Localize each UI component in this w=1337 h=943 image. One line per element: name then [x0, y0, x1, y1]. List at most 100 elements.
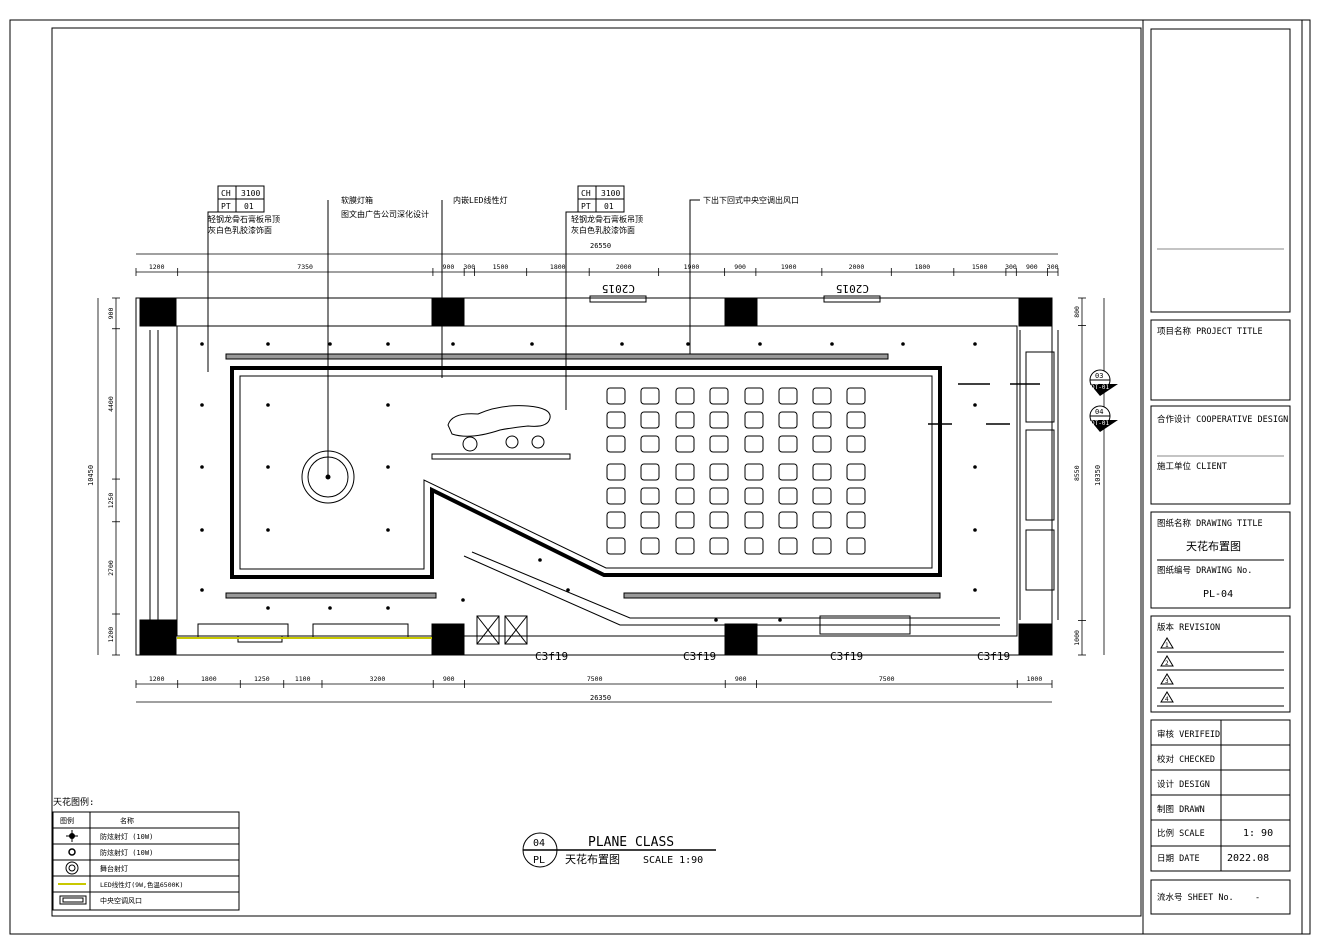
- led-strip: [623, 592, 941, 599]
- column: [431, 297, 465, 327]
- callout-text: 灰白色乳胶漆饰面: [208, 225, 272, 235]
- seat: [606, 463, 626, 481]
- legend-name: 舞台射灯: [100, 864, 128, 873]
- ceiling-recess: [230, 366, 942, 579]
- window-tag: C3f19: [830, 650, 863, 663]
- legend-col-symbol: 图例: [60, 816, 74, 825]
- seat: [778, 411, 798, 429]
- downlight-icon: [200, 342, 204, 346]
- ch-label: CH: [581, 189, 591, 198]
- dimension-label: 8550: [1073, 465, 1081, 481]
- seat: [640, 435, 660, 453]
- seat: [744, 387, 764, 405]
- seat: [709, 537, 729, 555]
- downlight-icon: [758, 342, 762, 346]
- callout-text: 轻钢龙骨石膏板吊顶: [571, 214, 643, 224]
- revision-label: 版本 REVISION: [1157, 622, 1220, 633]
- scale-label: 比例 SCALE: [1157, 828, 1205, 839]
- seat: [606, 537, 626, 555]
- date-value: 2022.08: [1227, 853, 1269, 864]
- downlight-cross-icon: [66, 830, 78, 842]
- window-tag: C2015: [602, 282, 635, 295]
- downlight-icon: [973, 465, 977, 469]
- dimension-label: 7500: [879, 675, 895, 683]
- column: [1018, 297, 1052, 327]
- plane-title: 04 PL PLANE CLASS 天花布置图 SCALE 1:90: [522, 832, 716, 868]
- seat: [846, 463, 866, 481]
- dimension-label: 300: [1005, 263, 1017, 271]
- dimension-label: 900: [443, 263, 455, 271]
- seat: [675, 463, 695, 481]
- callout-lightbox: 软膜灯箱 图文由广告公司深化设计: [341, 195, 429, 219]
- dimension-label: 1100: [295, 675, 311, 683]
- plane-scale: SCALE 1:90: [643, 855, 703, 866]
- window-tag: C3f19: [977, 650, 1010, 663]
- seat: [778, 487, 798, 505]
- downlight-icon: [973, 342, 977, 346]
- seat: [744, 537, 764, 555]
- section-num: 03: [1095, 372, 1103, 380]
- downlight-icon: [266, 342, 270, 346]
- section-marker-03: 03 DT-01: [1089, 369, 1118, 396]
- pt-value: 01: [604, 202, 614, 211]
- dimension-label: 300: [463, 263, 475, 271]
- dimension-label: 1200: [149, 675, 165, 683]
- column: [1018, 623, 1052, 655]
- drawing-no-label: 图纸编号 DRAWING No.: [1157, 565, 1252, 576]
- plane-num: 04: [533, 838, 545, 849]
- seat: [846, 435, 866, 453]
- callout-ceiling-2: CH 3100 PT 01 轻钢龙骨石膏板吊顶 灰白色乳胶漆饰面: [571, 185, 643, 235]
- downlight-icon: [830, 342, 834, 346]
- section-marker-04: 04 DT-01: [1089, 405, 1118, 432]
- downlight-icon: [200, 528, 204, 532]
- dimension-label: 1800: [915, 263, 931, 271]
- dimension-label: 1200: [107, 627, 115, 643]
- downlight-ring-icon: [68, 848, 76, 856]
- seat: [744, 463, 764, 481]
- downlight-icon: [714, 618, 718, 622]
- seat: [778, 511, 798, 529]
- revision-mark: 2: [1165, 660, 1169, 667]
- inner-wall: [176, 325, 1018, 637]
- verified-label: 审核 VERIFEID: [1157, 729, 1220, 740]
- seat: [640, 387, 660, 405]
- downlight-icon: [973, 528, 977, 532]
- seat: [778, 435, 798, 453]
- dimension-label: 300: [1047, 263, 1059, 271]
- dimension-label: 1250: [107, 493, 115, 509]
- seat: [606, 487, 626, 505]
- titleblock-text: 项目名称 PROJECT TITLE 合作设计 COOPERATIVE DESI…: [1157, 326, 1288, 903]
- downlight-icon: [200, 588, 204, 592]
- outer-wall: [135, 297, 1053, 656]
- seating-grid: [606, 387, 866, 555]
- overall-height-left: 10450: [87, 465, 95, 486]
- column: [139, 619, 177, 655]
- seat: [675, 511, 695, 529]
- column: [139, 297, 177, 327]
- callout-ac: 下出下回式中央空调出风口: [703, 195, 799, 205]
- revision-triangles: 1 2 3 4: [1160, 637, 1174, 703]
- dimension-label: 1250: [254, 675, 270, 683]
- seat: [846, 411, 866, 429]
- dimension-label: 900: [734, 263, 746, 271]
- pt-label: PT: [221, 202, 231, 211]
- downlight-icon: [386, 528, 390, 532]
- scale-value: 1: 90: [1243, 828, 1273, 839]
- seat: [709, 487, 729, 505]
- callout-led: 内嵌LED线性灯: [453, 195, 507, 205]
- section-ref: DT-01: [1091, 384, 1109, 391]
- dimension-label: 900: [1026, 263, 1038, 271]
- project-title-label: 项目名称 PROJECT TITLE: [1157, 326, 1263, 337]
- downlight-icon: [451, 342, 455, 346]
- seat: [640, 411, 660, 429]
- column: [724, 623, 758, 655]
- feature-shape: [447, 405, 551, 437]
- seat: [846, 511, 866, 529]
- callout-text: 内嵌LED线性灯: [453, 195, 507, 205]
- downlight-icon: [901, 342, 905, 346]
- callout-text: 软膜灯箱: [341, 195, 373, 205]
- downlight-icon: [266, 528, 270, 532]
- seat: [675, 537, 695, 555]
- dimension-label: 2000: [616, 263, 632, 271]
